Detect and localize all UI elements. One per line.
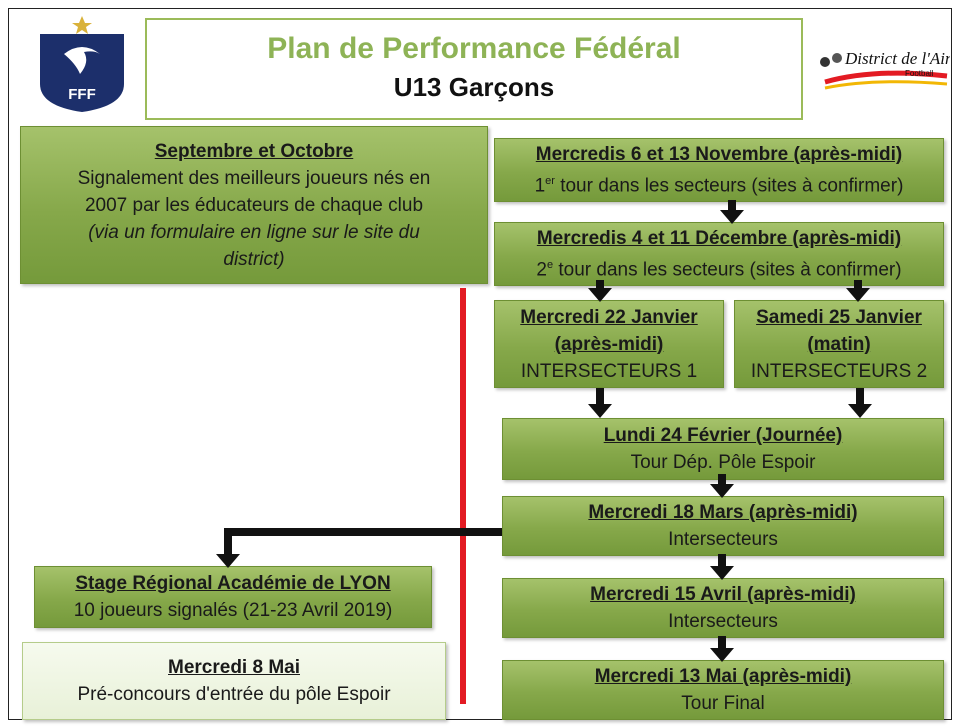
arrow-stem-nov-dec <box>728 200 736 212</box>
page-subtitle: U13 Garçons <box>393 72 555 102</box>
connector-vertical <box>224 528 232 556</box>
box-april: Mercredi 15 Avril (après-midi) Intersect… <box>502 578 944 638</box>
svg-text:Football: Football <box>905 69 934 78</box>
box-jan25-text: INTERSECTEURS 2 <box>750 360 928 382</box>
box-sept-title: Septembre et Octobre <box>154 140 354 162</box>
box-december: Mercredis 4 et 11 Décembre (après-midi) … <box>494 222 944 286</box>
svg-text:FFF: FFF <box>68 86 96 103</box>
box-feb-text: Tour Dép. Pôle Espoir <box>630 452 816 473</box>
box-apr-text: Intersecteurs <box>668 611 778 632</box>
box-lyon-title: Stage Régional Académie de LYON <box>75 573 391 594</box>
box-may13-title: Mercredi 13 Mai (après-midi) <box>594 666 852 687</box>
box-jan-22: Mercredi 22 Janvier (après-midi) INTERSE… <box>494 300 724 388</box>
page-title: Plan de Performance Fédéral <box>267 32 681 65</box>
box-nov-title: Mercredis 6 et 13 Novembre (après-midi) <box>535 143 903 165</box>
box-jan25-title2: (matin) <box>807 333 871 355</box>
arrow-dec-jan22 <box>588 288 612 302</box>
title-box: Plan de Performance Fédéral U13 Garçons <box>145 18 803 120</box>
box-jan22-text: INTERSECTEURS 1 <box>520 360 698 382</box>
box-lyon-text: 10 joueurs signalés (21-23 Avril 2019) <box>73 600 393 621</box>
arrow-mar-apr <box>710 566 734 580</box>
box-jan-25: Samedi 25 Janvier (matin) INTERSECTEURS … <box>734 300 944 388</box>
arrow-stem-mar-apr <box>718 554 726 568</box>
arrow-stem-jan22-feb <box>596 388 604 406</box>
arrow-nov-dec <box>720 210 744 224</box>
box-sept-line4: district) <box>223 248 285 270</box>
box-feb-title: Lundi 24 Février (Journée) <box>603 425 843 446</box>
red-timeline-line <box>460 288 466 704</box>
connector-horizontal <box>224 528 502 536</box>
box-jan22-title1: Mercredi 22 Janvier <box>520 306 698 328</box>
fff-logo: FFF <box>34 14 130 114</box>
arrow-jan22-feb <box>588 404 612 418</box>
district-logo: District de l'Ain Football <box>815 38 953 98</box>
box-jan25-title1: Samedi 25 Janvier <box>756 306 922 328</box>
svg-text:District de l'Ain: District de l'Ain <box>844 49 950 68</box>
box-may8-title: Mercredi 8 Mai <box>168 657 300 678</box>
arrow-feb-mar <box>710 484 734 498</box>
arrow-stem-jan25-feb <box>856 388 864 406</box>
box-may-13: Mercredi 13 Mai (après-midi) Tour Final <box>502 660 944 720</box>
box-may-8: Mercredi 8 Mai Pré-concours d'entrée du … <box>22 642 446 720</box>
arrow-dec-jan25 <box>846 288 870 302</box>
box-lyon: Stage Régional Académie de LYON 10 joueu… <box>34 566 432 628</box>
box-mar-title: Mercredi 18 Mars (après-midi) <box>588 502 858 523</box>
arrow-stem-dec-jan22 <box>596 280 604 290</box>
arrow-to-lyon <box>216 554 240 568</box>
box-mar-text: Intersecteurs <box>668 529 778 550</box>
box-sept-line1: Signalement des meilleurs joueurs nés en <box>77 167 431 189</box>
box-dec-title: Mercredis 4 et 11 Décembre (après-midi) <box>536 227 902 249</box>
box-may8-text: Pré-concours d'entrée du pôle Espoir <box>77 684 391 705</box>
arrow-apr-may13 <box>710 648 734 662</box>
box-jan22-title2: (après-midi) <box>554 333 664 355</box>
arrow-stem-apr-may13 <box>718 636 726 650</box>
arrow-stem-feb-mar <box>718 474 726 486</box>
box-february: Lundi 24 Février (Journée) Tour Dép. Pôl… <box>502 418 944 480</box>
box-november: Mercredis 6 et 13 Novembre (après-midi) … <box>494 138 944 202</box>
arrow-jan25-feb <box>848 404 872 418</box>
page-frame <box>8 8 952 720</box>
box-sept-line3: (via un formulaire en ligne sur le site … <box>88 221 420 243</box>
box-sept-line2: 2007 par les éducateurs de chaque club <box>84 194 424 216</box>
box-march: Mercredi 18 Mars (après-midi) Intersecte… <box>502 496 944 556</box>
box-apr-title: Mercredi 15 Avril (après-midi) <box>590 584 856 605</box>
box-may13-text: Tour Final <box>681 693 765 714</box>
arrow-stem-dec-jan25 <box>854 280 862 290</box>
box-sept-oct: Septembre et Octobre Signalement des mei… <box>20 126 488 284</box>
box-dec-text: 2e tour dans les secteurs (sites à confi… <box>536 258 902 281</box>
box-nov-text: 1er tour dans les secteurs (sites à conf… <box>534 174 904 197</box>
